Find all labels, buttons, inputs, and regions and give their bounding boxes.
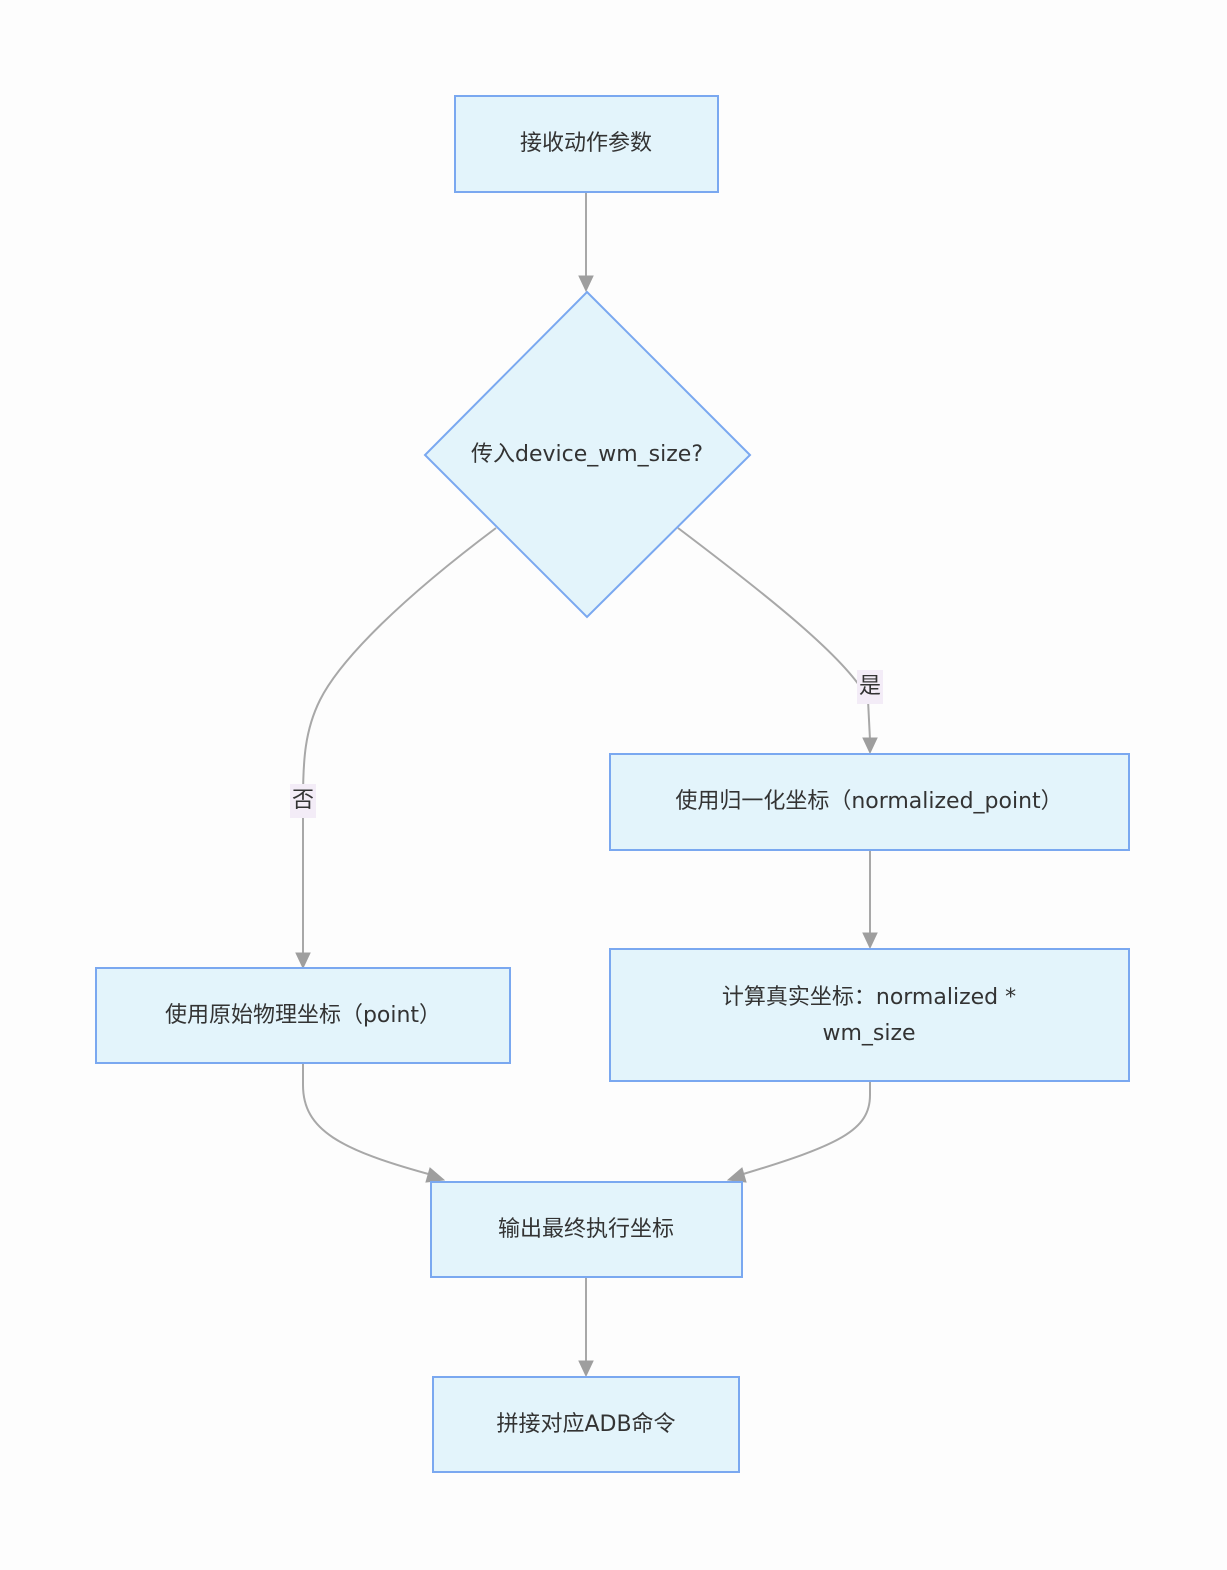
node-adb-text: 拼接对应ADB命令 <box>496 1412 675 1437</box>
node-normalized: 使用归一化坐标（normalized_point） <box>609 753 1130 851</box>
node-output: 输出最终执行坐标 <box>430 1181 743 1278</box>
node-physical: 使用原始物理坐标（point） <box>95 967 511 1064</box>
node-physical-text: 使用原始物理坐标（point） <box>165 1003 441 1028</box>
node-output-text: 输出最终执行坐标 <box>498 1217 674 1242</box>
node-normalized-text: 使用归一化坐标（normalized_point） <box>675 789 1062 814</box>
node-compute-text-line1: 计算真实坐标：normalized * <box>722 985 1016 1010</box>
edge-normalized-to-compute-arrow <box>862 932 878 950</box>
edge-decision-no-arrow <box>295 952 311 970</box>
edge-label-no: 否 <box>290 784 316 818</box>
node-decision-text: 传入device_wm_size? <box>471 442 703 467</box>
edge-output-to-adb-arrow <box>578 1360 594 1378</box>
edge-label-yes-text: 是 <box>859 674 881 699</box>
node-start-text: 接收动作参数 <box>520 131 652 156</box>
edge-compute-to-output <box>739 1081 871 1176</box>
edge-physical-to-output <box>302 1063 433 1176</box>
edge-decision-no <box>302 527 497 955</box>
edge-decision-yes <box>677 527 871 741</box>
edge-decision-yes-arrow <box>862 737 878 755</box>
node-compute-text-line2: wm_size <box>822 1021 915 1046</box>
node-compute: 计算真实坐标：normalized * wm_size <box>609 948 1130 1082</box>
edge-compute-to-output-arrow <box>726 1167 747 1183</box>
edge-start-to-decision-arrow <box>578 275 594 293</box>
node-decision: 传入device_wm_size? <box>423 290 752 619</box>
node-start: 接收动作参数 <box>454 95 719 193</box>
node-adb: 拼接对应ADB命令 <box>432 1376 740 1473</box>
edge-label-no-text: 否 <box>292 788 314 813</box>
edges <box>295 192 878 1378</box>
edge-physical-to-output-arrow <box>425 1167 446 1183</box>
edge-label-yes: 是 <box>857 670 883 704</box>
